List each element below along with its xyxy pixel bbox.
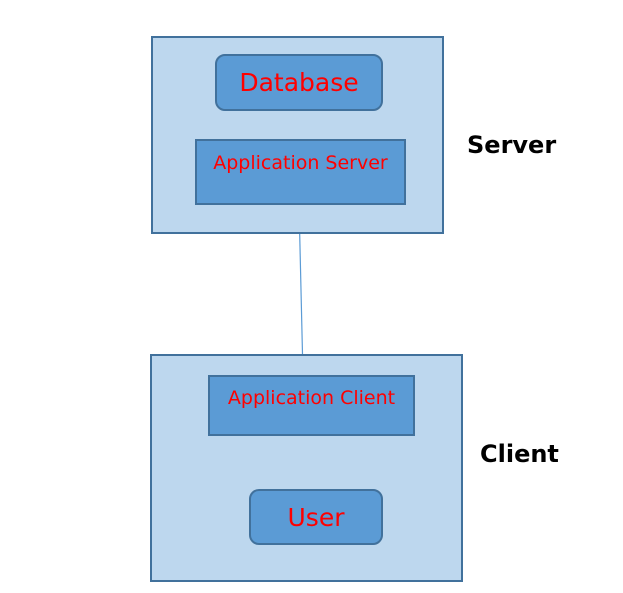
- client-zone-label: Client: [480, 440, 559, 468]
- user-node: User: [249, 489, 383, 545]
- application-server-label: Application Server: [213, 152, 388, 174]
- server-zone-label: Server: [467, 131, 557, 159]
- user-label: User: [287, 502, 345, 532]
- application-client-node: Application Client: [208, 375, 415, 436]
- database-label: Database: [239, 68, 359, 97]
- application-server-node: Application Server: [195, 139, 406, 205]
- database-node: Database: [215, 54, 383, 111]
- application-client-label: Application Client: [227, 387, 396, 409]
